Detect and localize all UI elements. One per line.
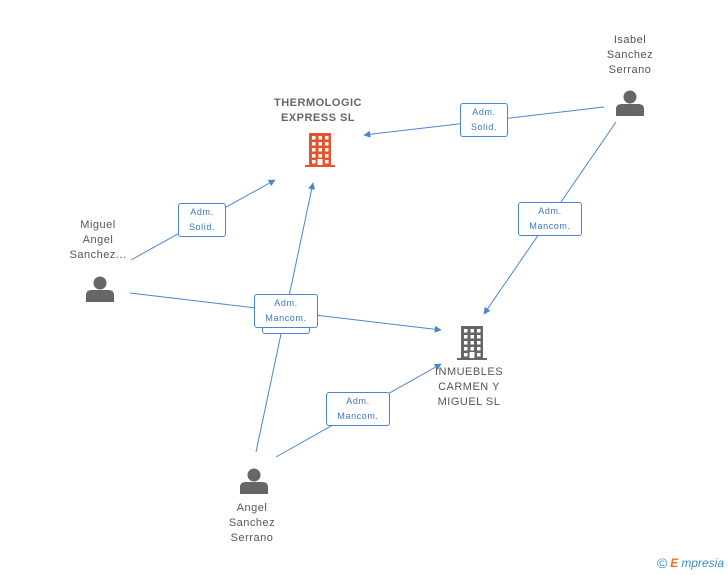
label-line: THERMOLOGIC [274, 97, 362, 109]
person-icon-angel[interactable] [240, 468, 268, 495]
building-icon-inmuebles[interactable] [457, 326, 487, 360]
edge-label-line: Mancom. [337, 411, 379, 421]
person-icon-miguel[interactable] [86, 276, 114, 303]
label-line: Angel [236, 502, 268, 514]
edge-label-line: Mancom. [265, 313, 307, 323]
brand-name: mpresia [681, 556, 724, 570]
brand-logo-initial: E [670, 556, 679, 570]
person-label-isabel[interactable]: Isabel Sanchez Serrano [590, 33, 670, 78]
edge-label-line: Solid. [188, 222, 216, 232]
company-label-thermologic[interactable]: THERMOLOGIC EXPRESS SL [258, 96, 378, 126]
person-label-angel[interactable]: Angel Sanchez Serrano [212, 501, 292, 546]
edge-label-line: Adm. [472, 107, 496, 117]
edge-label-miguel-thermologic[interactable]: Adm. Solid. [178, 203, 226, 237]
label-line: Serrano [230, 532, 274, 544]
label-line: Serrano [608, 64, 652, 76]
edge-label-line: Mancom. [529, 221, 571, 231]
label-line: Sanchez [606, 49, 654, 61]
edge-label-line: Solid. [470, 122, 498, 132]
label-line: Angel [82, 234, 114, 246]
copyright-icon: © [656, 555, 668, 571]
label-line: CARMEN Y [438, 381, 500, 393]
edge-label-isabel-inmuebles[interactable]: Adm. Mancom. [518, 202, 582, 236]
label-line: Sanchez [228, 517, 276, 529]
label-line: Sanchez... [69, 249, 127, 261]
person-icon-isabel[interactable] [616, 90, 644, 117]
label-line: MIGUEL SL [437, 396, 501, 408]
edge-label-miguel-inmuebles[interactable]: Adm. Mancom. [254, 294, 318, 328]
icons-layer [86, 90, 644, 495]
edge-label-line: Adm. [538, 206, 562, 216]
building-icon-thermologic[interactable] [305, 133, 335, 167]
label-line: Isabel [613, 34, 647, 46]
label-line: EXPRESS SL [280, 112, 356, 124]
person-label-miguel[interactable]: Miguel Angel Sanchez... [58, 218, 138, 263]
label-line: Miguel [80, 219, 116, 231]
company-label-inmuebles[interactable]: INMUEBLES CARMEN Y MIGUEL SL [412, 365, 526, 410]
edge-label-angel-inmuebles[interactable]: Adm. Mancom. [326, 392, 390, 426]
label-line: INMUEBLES [434, 366, 504, 378]
edge-label-line: Adm. [190, 207, 214, 217]
edge-label-line: Adm. [274, 298, 298, 308]
edge-label-line: Adm. [346, 396, 370, 406]
edge-label-isabel-thermologic[interactable]: Adm. Solid. [460, 103, 508, 137]
